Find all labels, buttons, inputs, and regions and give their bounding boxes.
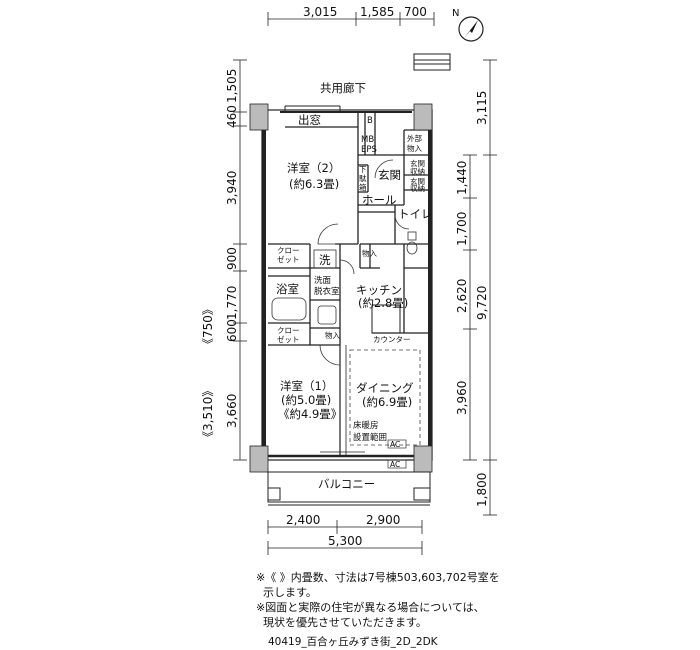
compass-icon: N <box>452 8 484 42</box>
dim-left-6: 《750》 <box>201 303 215 350</box>
label-mb: MB <box>361 135 374 145</box>
label-dining-size: (約6.9畳) <box>362 395 412 409</box>
dim-right-inner-3: 2,620 <box>455 279 469 313</box>
label-toilet: トイレ <box>398 207 433 221</box>
compass-north-label: N <box>452 8 459 19</box>
dim-bottom-1: 2,400 <box>286 513 320 527</box>
label-balcony: バルコニー <box>318 477 375 491</box>
label-floor-heat-1: 床暖房 <box>353 420 379 431</box>
label-wash: 洗 <box>319 253 331 267</box>
label-closet-a-2: ゼット <box>277 254 300 264</box>
label-entry-storage2-1: 玄関 <box>410 176 425 186</box>
label-entry-storage-1: 玄関 <box>410 158 425 168</box>
label-closet-a-1: クロー <box>277 246 300 255</box>
label-closet-b-1: クロー <box>277 326 300 335</box>
label-dining-name: ダイニング <box>356 381 414 395</box>
note-line-3: ※図面と実際の住宅が異なる場合については、 <box>256 601 485 614</box>
label-west1-size2: 《約4.9畳》 <box>278 407 342 421</box>
label-eps: EPS <box>361 145 377 155</box>
dim-right-outer-1: 3,115 <box>475 91 489 125</box>
label-kitchen-name: キッチン <box>356 283 402 297</box>
dim-right-inner-2: 1,700 <box>455 212 469 246</box>
label-ac-2: AC <box>390 460 400 469</box>
dim-left-2: 460 <box>225 105 239 128</box>
label-storage-k: 物入 <box>362 248 377 258</box>
label-west2-name: 洋室（2） <box>287 161 340 175</box>
label-kitchen-size: (約2.8畳) <box>358 296 408 310</box>
dim-left-3: 3,940 <box>225 171 239 205</box>
dim-right-inner-1: 1,440 <box>455 161 469 195</box>
label-entrance: 玄関 <box>378 168 401 182</box>
label-entry-storage2-2: 収納 <box>410 183 425 193</box>
label-entry-storage-2: 収納 <box>410 166 425 176</box>
label-closet-b-2: ゼット <box>277 334 300 344</box>
label-hall: ホール <box>362 193 397 207</box>
label-counter: カウンター <box>373 335 411 344</box>
label-outside-storage-2: 物入 <box>407 143 422 153</box>
label-corridor: 共用廊下 <box>320 81 366 95</box>
plan-code: 40419_百合ヶ丘みずき街_2D_2DK <box>268 636 438 648</box>
dim-left-1: 1,505 <box>225 69 239 103</box>
label-dressing-2: 脱衣室 <box>314 286 340 297</box>
label-shoe-2: 駄 <box>359 173 367 183</box>
dim-top-2: 1,585 <box>360 5 394 19</box>
dim-right-outer-3: 1,800 <box>475 473 489 507</box>
label-shoe-1: 下 <box>359 165 367 174</box>
label-dressing-1: 洗面 <box>314 275 332 286</box>
label-outside-storage-1: 外部 <box>407 133 422 143</box>
label-floor-heat-2: 設置範囲 <box>353 432 387 443</box>
label-shoe-3: 箱 <box>359 182 367 192</box>
dim-left-4: 900 <box>225 247 239 270</box>
note-line-4: 現状を優先させていただきます。 <box>256 616 427 629</box>
dim-bottom-2: 2,900 <box>366 513 400 527</box>
label-ac-1: AC <box>390 440 400 449</box>
dim-top-3: 700 <box>404 5 427 19</box>
label-b: B <box>367 116 373 126</box>
dim-right-inner-4: 3,960 <box>455 381 469 415</box>
dim-left-9: 3,660 <box>225 394 239 428</box>
note-line-1: ※《 》内畳数、寸法は7号棟503,603,702号室を <box>256 571 500 584</box>
label-west1-size1: (約5.0畳) <box>281 393 331 407</box>
dim-bottom-total: 5,300 <box>328 534 362 548</box>
label-bay-window: 出窓 <box>298 113 321 127</box>
label-west2-size: (約6.3畳) <box>289 177 339 191</box>
label-bath: 浴室 <box>276 282 299 296</box>
label-west1-name: 洋室（1） <box>280 379 333 393</box>
label-storage-b: 物入 <box>325 330 340 340</box>
note-line-2: 示します。 <box>256 586 317 599</box>
dim-left-7: 600 <box>225 319 239 342</box>
dim-left-8: 《3,510》 <box>201 385 215 443</box>
dim-left-5: 1,770 <box>225 286 239 320</box>
dim-right-outer-2: 9,720 <box>475 286 489 320</box>
dim-top-1: 3,015 <box>303 5 337 19</box>
